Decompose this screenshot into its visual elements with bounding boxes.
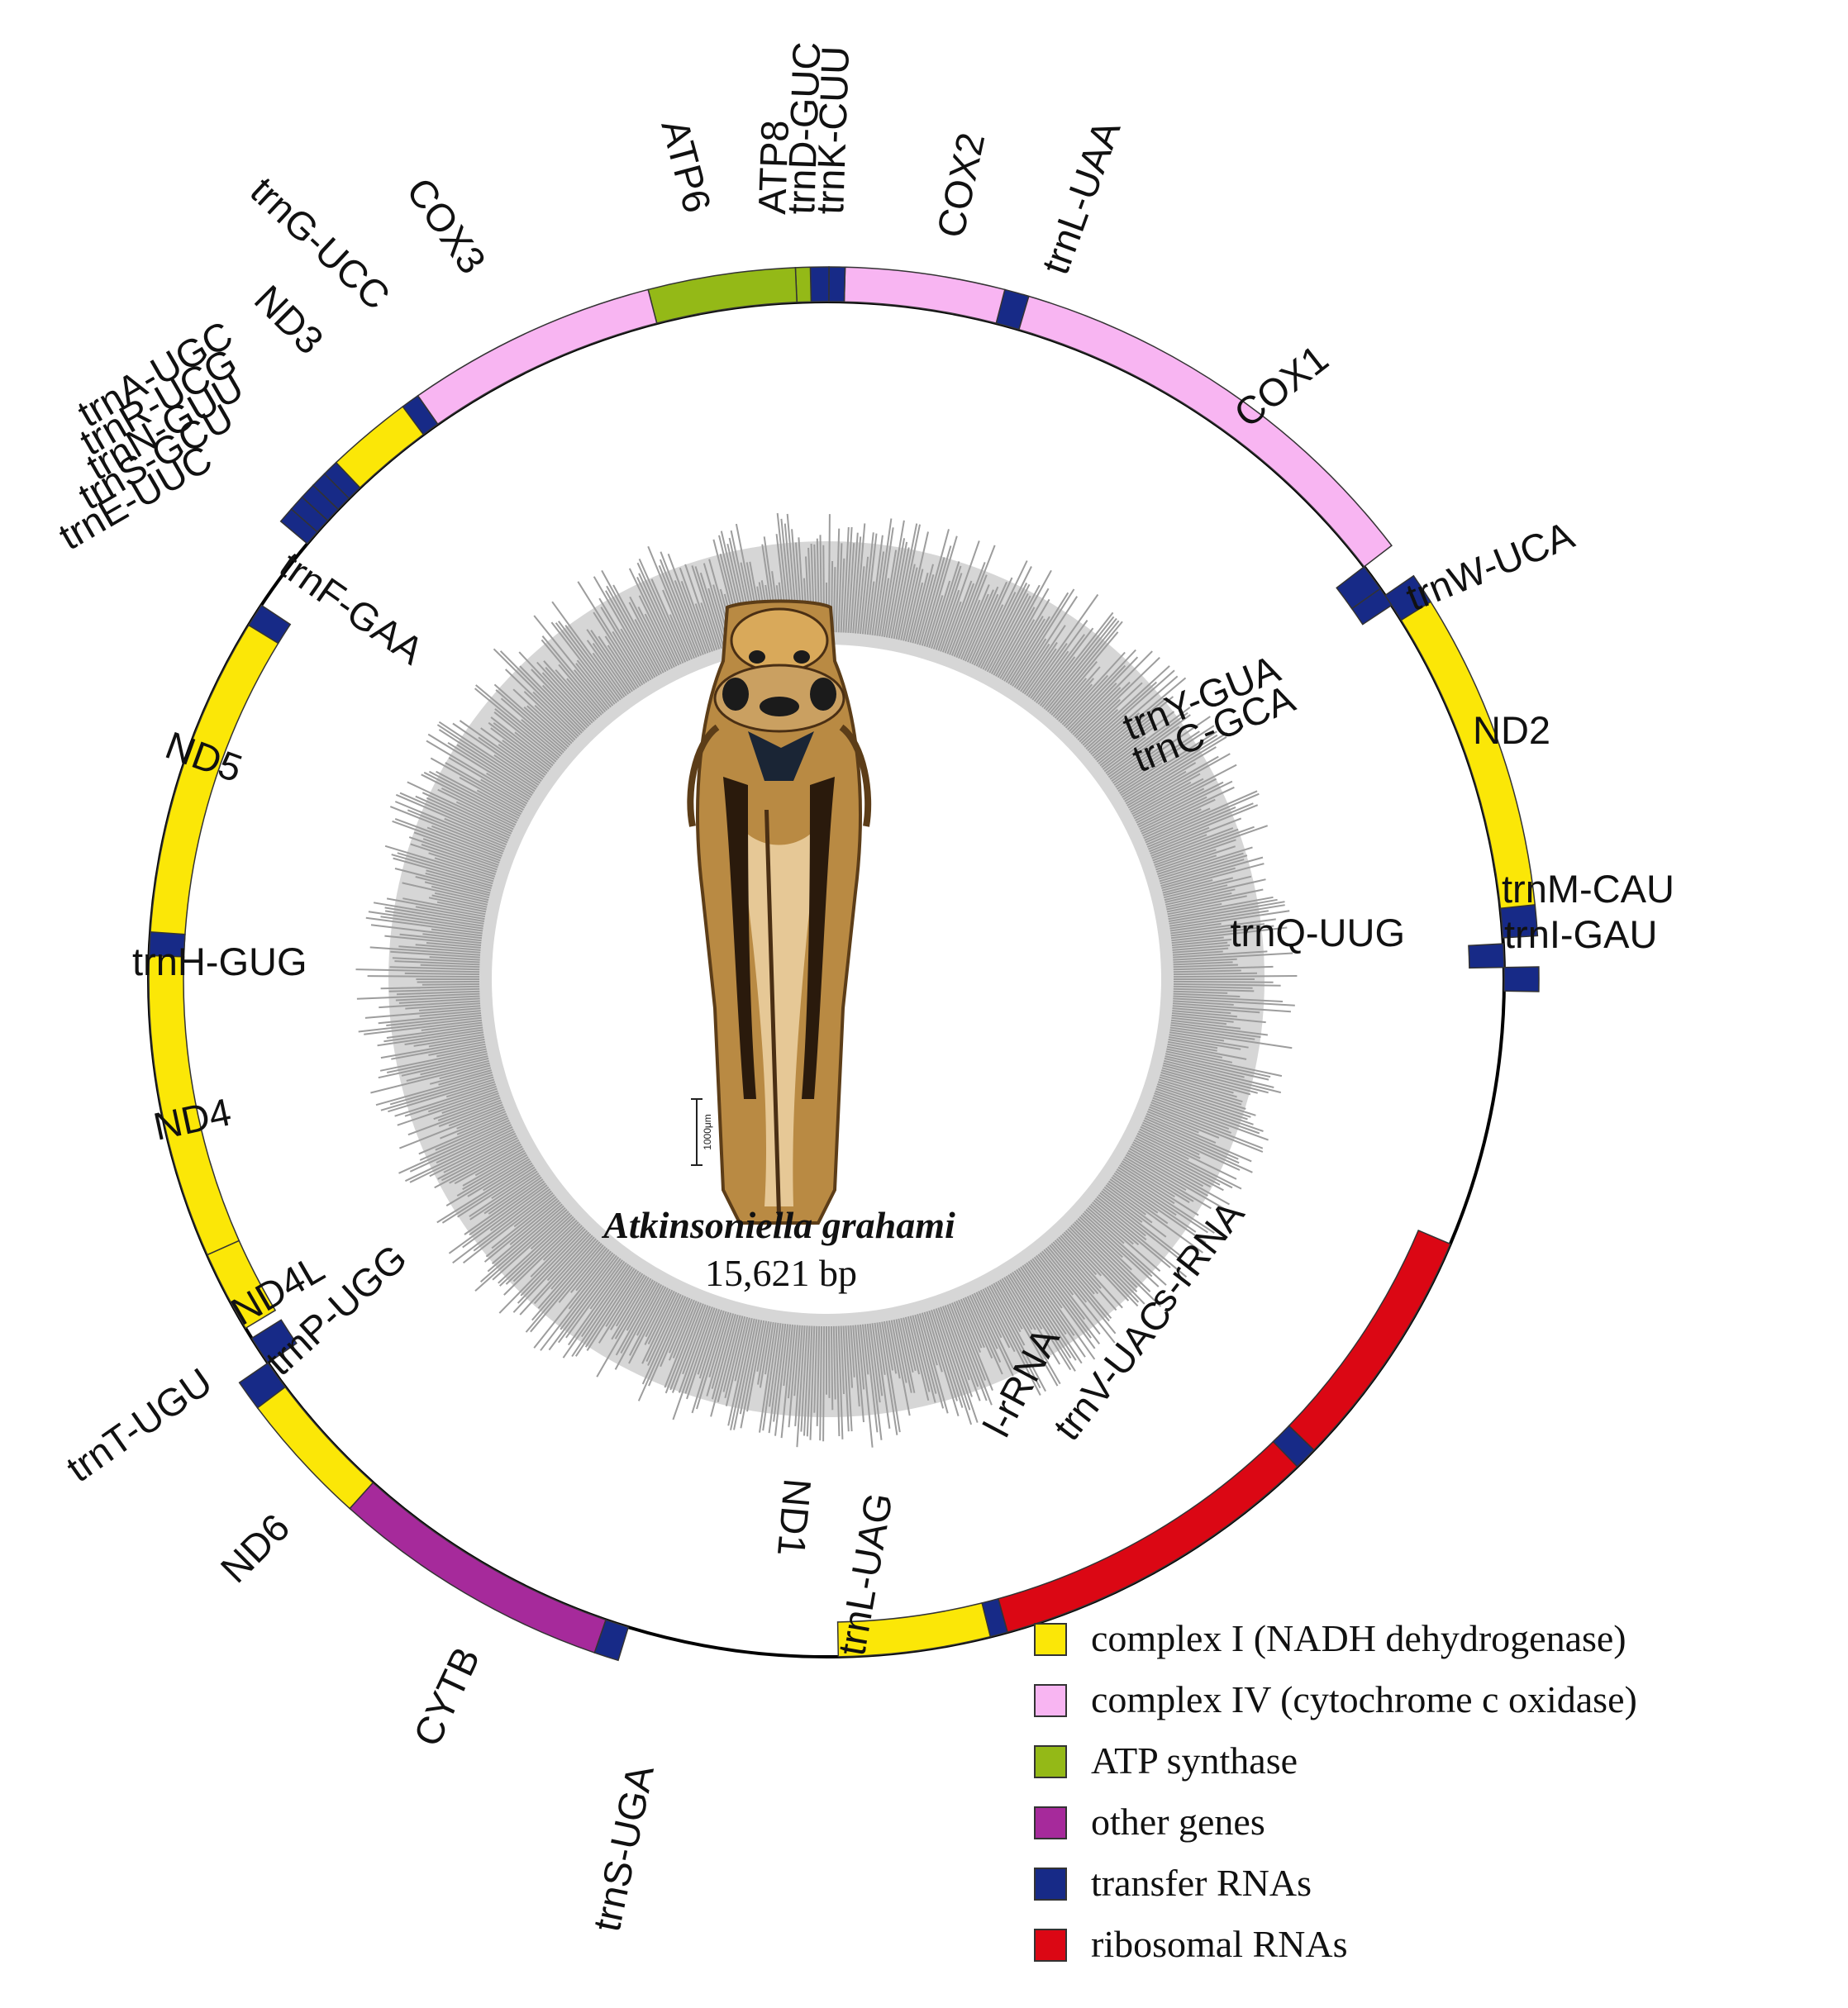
gene-label-trnm-cau: trnM-CAU [1502,867,1674,911]
insect-specimen-image [687,599,872,1225]
gene-label-trnq-uug: trnQ-UUG [1231,911,1406,954]
gene-labels: trnI-GAUtrnQ-UUGtrnM-CAUND2trnW-UCAtrnC-… [51,41,1674,1935]
gene-label-trni-gau: trnI-GAU [1504,912,1657,956]
gene-block-nd4l [206,1240,277,1330]
gene-label-cytb: CYTB [405,1640,488,1753]
legend-item: complex IV (cytochrome c oxidase) [1034,1678,1637,1720]
gene-block-nd2 [1393,590,1536,910]
legend-label: ribosomal RNAs [1091,1923,1348,1965]
gene-block-trnq-uug [1468,943,1505,969]
gene-block-trns-gcu [290,496,329,533]
gene-label-atp8: ATP8 [750,120,797,216]
gene-label-cox1: COX1 [1226,336,1336,436]
legend-item: transfer RNAs [1034,1862,1312,1904]
gene-block-trna-ugc [323,461,361,500]
genome-length: 15,621 bp [705,1252,857,1294]
legend-item: ATP synthase [1034,1739,1298,1782]
gene-label-trnf-gaa: trnF-GAA [272,543,432,673]
legend-swatch [1034,1623,1067,1656]
gene-label-trnw-uca: trnW-UCA [1400,512,1580,619]
gene-block-cox1 [1012,293,1393,568]
gene-block-nd5 [148,624,279,952]
gene-features [148,266,1540,1662]
gene-block-trng-ucc [402,394,439,435]
legend: complex I (NADH dehydrogenase) complex I… [1034,1617,1637,1965]
legend-swatch [1034,1929,1067,1962]
gene-label-nd6: ND6 [212,1505,298,1591]
gene-block-cytb [349,1482,607,1654]
gene-block-l-rrna [997,1436,1303,1634]
gene-block-trnl-uaa [995,288,1030,331]
gene-label-cox3: COX3 [398,169,495,281]
gene-block-trnk-cuu [828,266,846,303]
gene-label-cox2: COX2 [928,129,993,241]
gene-label-nd1: ND1 [769,1477,820,1558]
gene-block-trnl-uag [981,1597,1009,1638]
gene-block-cox3 [417,288,658,426]
gene-block-trni-gau [1503,966,1540,992]
gene-label-trnl-uaa: trnL-UAA [1033,114,1129,279]
gene-block-trnn-guu [301,484,340,522]
gene-block-nd3 [335,406,425,489]
gene-label-nd3: ND3 [246,277,332,363]
legend-swatch [1034,1806,1067,1839]
legend-swatch [1034,1868,1067,1901]
gene-block-cox2 [843,266,1006,325]
gene-block-trns-uga [593,1619,630,1662]
legend-label: other genes [1091,1801,1265,1843]
legend-swatch [1034,1684,1067,1717]
legend-item: ribosomal RNAs [1034,1923,1348,1965]
legend-label: complex I (NADH dehydrogenase) [1091,1617,1627,1659]
species-name: Atkinsoniella grahami [601,1204,955,1246]
gene-block-trnv-uac [1272,1425,1315,1468]
legend-label: complex IV (cytochrome c oxidase) [1091,1678,1637,1720]
gene-block-atp8 [794,266,812,303]
gene-label-nd2: ND2 [1473,708,1550,752]
gene-label-trnh-gug: trnH-GUG [132,940,307,983]
gene-block-trnf-gaa [247,604,292,645]
scale-bar: 1000μm [691,1098,713,1166]
gene-label-trns-uga: trnS-UGA [584,1761,662,1935]
gene-label-trnk-cuu: trnK-CUU [807,45,857,215]
gene-block-trny-gua [1336,565,1382,610]
gene-block-nd1 [836,1601,992,1658]
legend-label: transfer RNAs [1091,1862,1312,1904]
gene-block-trnd-guc [809,266,830,302]
gene-label-atp6: ATP6 [653,115,720,217]
gene-block-s-rrna [1288,1230,1451,1451]
gene-block-trne-uuc [279,508,319,545]
gene-block-atp6 [647,267,798,325]
legend-label: ATP synthase [1091,1739,1298,1782]
gene-block-nd6 [256,1386,374,1510]
gene-block-trnp-ugg [250,1319,298,1364]
legend-item: complex I (NADH dehydrogenase) [1034,1617,1627,1659]
legend-item: other genes [1034,1801,1265,1843]
scale-bar-label: 1000μm [702,1114,713,1150]
legend-swatch [1034,1745,1067,1778]
gene-block-nd4 [148,954,241,1256]
gene-label-trnt-ugu: trnT-UGU [59,1359,220,1491]
gene-block-trnr-ucg [312,473,350,511]
gene-block-trnm-cau [1499,904,1539,939]
gene-label-trnd-guc: trnD-GUC [779,41,828,216]
